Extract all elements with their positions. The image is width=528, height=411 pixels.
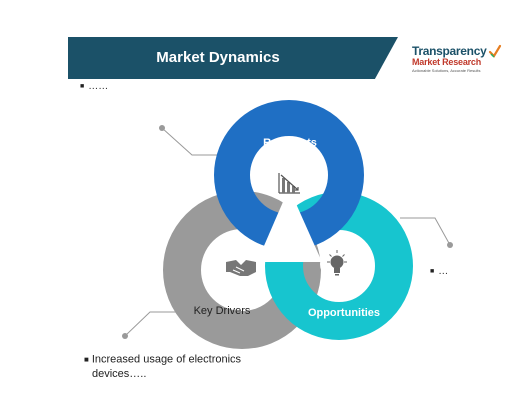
opportunities-icon-badge [320, 247, 354, 281]
dot-opportunities [447, 242, 453, 248]
note-right: ■… [430, 266, 448, 277]
note-bottom-line2: devices….. [92, 368, 147, 381]
dot-restraints [159, 125, 165, 131]
handshake-icon [226, 260, 256, 276]
label-key-drivers: Key Drivers [194, 305, 251, 317]
label-restraints: Restraints [263, 137, 317, 149]
bullet-square-icon: ■ [430, 267, 435, 275]
logo-tagline: Actionable Solutions, Accurate Results [412, 68, 481, 73]
key-drivers-icon-badge [222, 249, 260, 287]
page-title: Market Dynamics [156, 49, 280, 66]
dot-key-drivers [122, 333, 128, 339]
header-banner: Market Dynamics [68, 37, 398, 79]
lightbulb-icon [327, 250, 347, 276]
note-top: ■…… [80, 81, 108, 92]
logo-line2: Market Research [412, 57, 482, 67]
center-triangle [257, 188, 322, 262]
connector-dots [122, 125, 453, 339]
restraints-icon-badge [271, 164, 307, 200]
note-top-text: …… [88, 81, 109, 92]
label-opportunities: Opportunities [308, 307, 380, 319]
connector-opportunities [400, 217, 451, 246]
declining-chart-icon [278, 173, 300, 194]
note-bottom-line1: Increased usage of electronics [91, 353, 242, 366]
note-right-text: … [438, 266, 449, 277]
logo-line1: Transparency [412, 44, 487, 58]
bullet-square-icon: ■ [84, 355, 89, 364]
logo-check-icon [488, 44, 502, 58]
bullet-square-icon: ■ [80, 82, 85, 90]
company-logo: Transparency Market Research Actionable … [410, 44, 522, 80]
note-bottom: ■Increased usage of electronics devices…… [84, 352, 284, 382]
